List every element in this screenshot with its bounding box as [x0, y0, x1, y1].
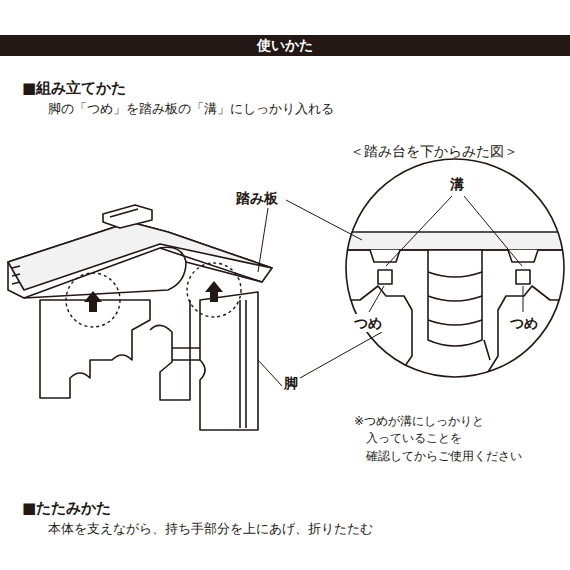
part-label: 踏み板 [236, 189, 278, 207]
band-title: 使いかた [257, 37, 313, 55]
instruction-text: ＜踏み台を下からみた図＞ [350, 142, 518, 160]
instruction-text: 本体を支えながら、持ち手部分を上にあげ、折りたたむ [48, 521, 373, 538]
part-label: 溝 [448, 175, 466, 193]
instruction-text: 脚の「つめ」を踏み板の「溝」にしっかり入れる [48, 101, 334, 118]
header-band: 使いかた [0, 35, 570, 56]
part-label: ■たたみかた [22, 499, 111, 519]
part-label: 脚 [284, 374, 298, 392]
note-text: ※つめが溝にしっかりと 入っていることを 確認してからご使用ください [354, 413, 566, 465]
part-label: つめ [352, 314, 384, 332]
part-label: ■組み立てかた [22, 79, 126, 99]
part-label: つめ [508, 314, 540, 332]
